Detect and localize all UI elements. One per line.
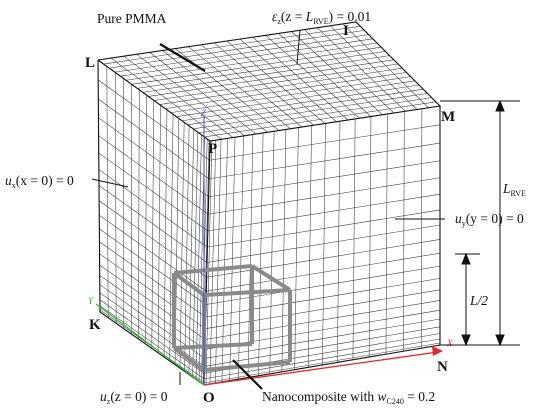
pure-pmma-leader — [159, 43, 206, 72]
pure-pmma-label: Pure PMMA — [97, 11, 167, 26]
mesh-top-face — [97, 21, 441, 142]
y-axis-label: Y — [88, 296, 94, 306]
mesh-left-face — [97, 59, 211, 386]
corner-M-label: M — [441, 109, 455, 125]
corner-N-label: N — [437, 359, 448, 375]
x-axis — [203, 351, 439, 386]
nanocomposite-label: Nanocomposite with wC240 = 0.2 — [262, 389, 435, 406]
coordinate-axes: X Y Z — [88, 108, 453, 386]
uy-bc-label: uy(y = 0) = 0 — [455, 211, 524, 228]
strain-leader — [296, 29, 301, 65]
corner-P-label: P — [208, 141, 217, 157]
dimension-lines — [440, 99, 520, 347]
ux-leader — [91, 178, 129, 188]
x-axis-label: X — [446, 338, 453, 348]
strain-bc-label: εz(z = LRVE) = 0.01 — [272, 9, 371, 26]
nanocomposite-leader — [232, 359, 263, 390]
corner-I-label: I — [343, 23, 349, 39]
mesh-right-face — [203, 105, 441, 386]
y-axis — [95, 303, 205, 386]
l-rve-label: LRVE — [502, 181, 526, 198]
fe-mesh-cube — [97, 21, 441, 386]
corner-O-label: O — [203, 390, 215, 406]
corner-K-label: K — [89, 317, 101, 333]
x-axis-arrow — [432, 346, 443, 356]
corner-L-label: L — [85, 55, 95, 71]
uz-bc-label: uz(z = 0) = 0 — [100, 389, 168, 406]
ux-bc-label: ux(x = 0) = 0 — [5, 173, 74, 190]
z-axis-label: Z — [201, 108, 207, 118]
half-l-label: L/2 — [469, 293, 488, 308]
